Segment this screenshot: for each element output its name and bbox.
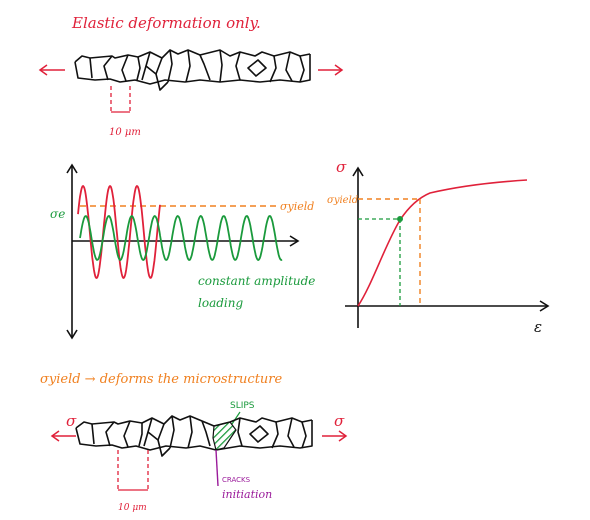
scale-label-bottom: 10 μm — [118, 503, 147, 513]
slips-label: SLIPS — [230, 401, 255, 411]
right-y-label: σ — [336, 158, 347, 176]
initiation-label: initiation — [222, 488, 272, 501]
microstructure-strip-top — [74, 49, 311, 91]
top-title: Elastic deformation only. — [71, 14, 261, 32]
right-x-label: ε — [534, 318, 542, 336]
crack-pointer — [215, 449, 219, 487]
bottom-left-arrow — [50, 430, 76, 442]
cracks-label: cracks — [222, 474, 251, 485]
sigma-right-label: σ — [334, 412, 345, 430]
bottom-right-arrow — [322, 430, 348, 442]
large-amplitude-signal — [77, 184, 161, 280]
bottom-caption: σyield → deforms the microstructure — [40, 372, 283, 387]
constant-amplitude-label: constant amplitude — [198, 274, 315, 288]
slips-pointer — [231, 411, 241, 425]
left-yield-label: σyield — [280, 200, 314, 213]
sigma-left-label: σ — [66, 412, 77, 430]
right-yield-label: σyield — [327, 195, 358, 206]
loading-label: loading — [198, 296, 243, 310]
right-tension-arrow — [318, 64, 344, 76]
left-tension-arrow — [38, 64, 65, 76]
scale-bar-top — [110, 86, 131, 113]
right-chart-axes — [345, 166, 550, 328]
constant-amplitude-signal — [79, 214, 283, 262]
scale-label-top: 10 μm — [109, 127, 141, 138]
sigma-e-label: σe — [50, 207, 65, 221]
stress-strain-curve — [357, 179, 528, 307]
microstructure-strip-bottom — [75, 415, 313, 457]
scale-bar-bottom — [117, 450, 149, 491]
operating-point — [397, 216, 403, 222]
left-chart-axes — [66, 163, 300, 340]
